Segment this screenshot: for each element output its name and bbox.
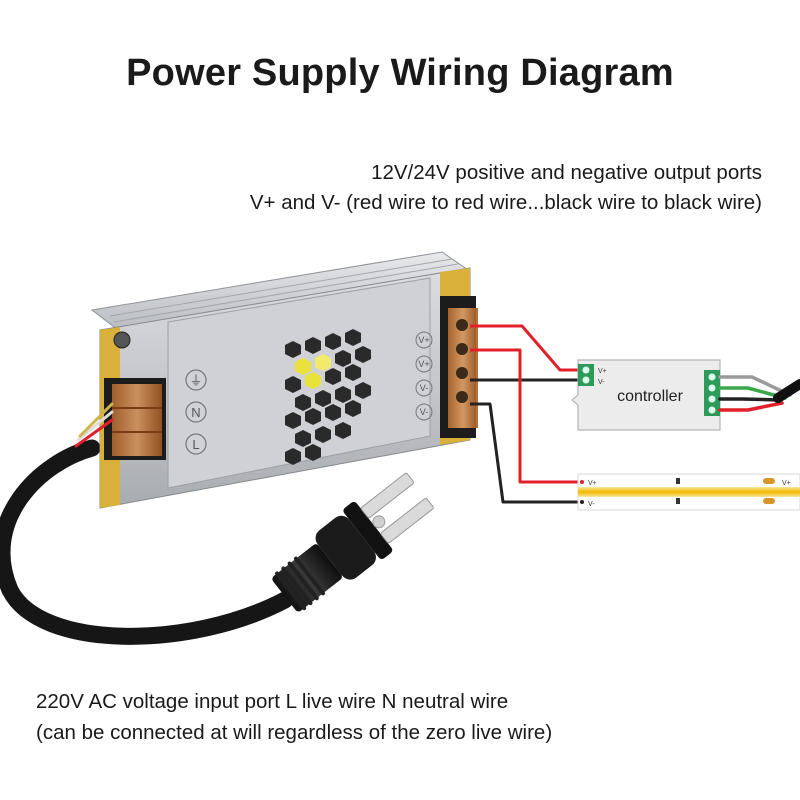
mounting-screw bbox=[113, 331, 131, 349]
ac-plug bbox=[272, 472, 434, 612]
input-terminal-block bbox=[104, 378, 166, 460]
input-wires bbox=[74, 402, 114, 448]
controller-box: V+ V- controller bbox=[571, 359, 721, 431]
terminal-label-vminus-2: V- bbox=[420, 407, 429, 417]
vent-grid bbox=[285, 329, 371, 465]
controller-output-wires bbox=[718, 375, 800, 412]
output-ports-note: 12V/24V positive and negative output por… bbox=[250, 158, 762, 218]
output-wires bbox=[470, 324, 578, 504]
output-terminal-block bbox=[440, 296, 478, 438]
output-note-line-1: 12V/24V positive and negative output por… bbox=[371, 161, 762, 184]
wire-positive-to-strip bbox=[470, 348, 578, 484]
input-terminal-labels: ⏚ N L bbox=[185, 369, 207, 455]
terminal-label-vplus-2: V+ bbox=[418, 359, 429, 369]
terminal-label-vplus-1: V+ bbox=[418, 335, 429, 345]
input-note-line-1: 220V AC voltage input port L live wire N… bbox=[36, 690, 509, 713]
strip-pin-vminus: V- bbox=[588, 501, 595, 508]
input-port-note: 220V AC voltage input port L live wire N… bbox=[36, 686, 552, 748]
controller-label: controller bbox=[617, 388, 683, 405]
terminal-label-ground: ⏚ bbox=[189, 373, 202, 388]
input-note-line-2: (can be connected at will regardless of … bbox=[36, 721, 553, 744]
controller-pin-vplus: V+ bbox=[598, 368, 607, 375]
strip-pin-vplus: V+ bbox=[588, 480, 597, 487]
power-supply-unit: ⏚ N L V+ V+ V- V- bbox=[90, 251, 478, 509]
wire-negative-to-strip bbox=[470, 402, 578, 504]
terminal-label-neutral: N bbox=[191, 405, 200, 420]
output-terminal-labels: V+ V+ V- V- bbox=[415, 331, 433, 421]
page-title: Power Supply Wiring Diagram bbox=[126, 52, 674, 94]
output-note-line-2: V+ and V- (red wire to red wire...black … bbox=[249, 191, 762, 214]
strip-pin-vplus-right: V+ bbox=[782, 480, 791, 487]
ac-power-cord bbox=[0, 439, 294, 645]
terminal-label-live: L bbox=[192, 437, 199, 452]
led-strip: V+ V- V+ bbox=[577, 473, 800, 511]
wire-positive-to-controller bbox=[470, 324, 578, 372]
controller-pin-vminus: V- bbox=[598, 379, 605, 386]
terminal-label-vminus-1: V- bbox=[420, 383, 429, 393]
